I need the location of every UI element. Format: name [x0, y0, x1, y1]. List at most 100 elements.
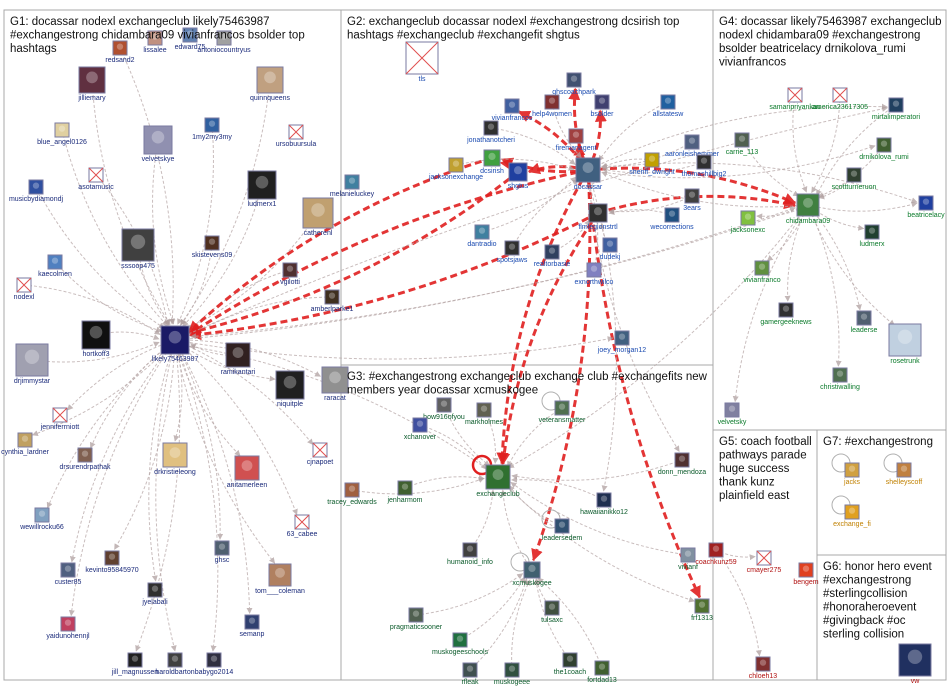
node-spotsjaws[interactable]: spotsjaws — [497, 240, 528, 264]
node-haroldbarton[interactable]: haroldbarton — [155, 652, 195, 676]
node-shgtus[interactable]: shgtus — [508, 162, 529, 190]
node-cjnapoet[interactable]: cjnapoet — [307, 442, 334, 466]
node-niquitple[interactable]: niquitple — [275, 370, 305, 408]
node-help4women[interactable]: help4women — [532, 94, 572, 118]
node-leadersedem[interactable]: leadersedem — [542, 518, 583, 542]
node-exchangeclub[interactable]: exchangeclub — [476, 464, 520, 498]
node-thomashillbig2[interactable]: thomashillbig2 — [682, 154, 727, 178]
node-tom___coleman[interactable]: tom___coleman — [255, 563, 305, 595]
node-mirtalimperatori[interactable]: mirtalimperatori — [872, 97, 921, 121]
node-donn_mendoza[interactable]: donn_mendoza — [658, 452, 706, 476]
node-bsolder[interactable]: bsolder — [591, 94, 615, 118]
node-beatricelacy[interactable]: beatricelacy — [907, 195, 945, 219]
node-babygo2014[interactable]: babygo2014 — [195, 652, 234, 676]
node-ghscoachpark[interactable]: ghscoachpark — [552, 72, 596, 96]
node-blue_angel0126[interactable]: blue_angel0126 — [37, 122, 87, 146]
node-exchange_fi[interactable]: exchange_fi — [833, 504, 871, 528]
node-vivianfrancos[interactable]: vivianfrancos — [492, 98, 533, 122]
node-quinnqueens[interactable]: quinnqueens — [250, 66, 291, 102]
node-nodexl[interactable]: nodexl — [14, 277, 35, 301]
node-dudekj[interactable]: dudekj — [600, 237, 621, 261]
node-jacksonexc[interactable]: jacksonexc — [730, 210, 766, 234]
node-scottturneruon[interactable]: scottturneruon — [832, 167, 877, 191]
node-antoniocountryus[interactable]: antoniocountryus — [197, 30, 251, 54]
node-redsand2[interactable]: redsand2 — [105, 40, 135, 64]
node-xchanover[interactable]: xchanover — [404, 417, 437, 441]
node-anitamerleen[interactable]: anitamerleen — [227, 455, 268, 489]
node-hawaiianikko12[interactable]: hawaiianikko12 — [580, 492, 628, 516]
node-how916ofyou[interactable]: how916ofyou — [423, 397, 465, 421]
node-markholmes[interactable]: markholmes — [465, 402, 504, 426]
node-tracey_edwards[interactable]: tracey_edwards — [327, 482, 377, 506]
node-velvetsky[interactable]: velvetsky — [718, 402, 747, 426]
node-drnikolova_rumi[interactable]: drnikolova_rumi — [859, 137, 909, 161]
node-gamergeeknews[interactable]: gamergeeknews — [760, 302, 812, 326]
node-realtorbasie[interactable]: realtorbasie — [534, 244, 571, 268]
node-lissalee[interactable]: lissalee — [143, 30, 167, 54]
node-rosetrunk[interactable]: rosetrunk — [888, 323, 922, 365]
node-drsurendrpathak[interactable]: drsurendrpathak — [60, 447, 111, 471]
node-ghsc[interactable]: ghsc — [214, 540, 230, 564]
node-firemanagent[interactable]: firemanagent — [556, 128, 597, 152]
node-musicbydiamondj[interactable]: musicbydiamondj — [9, 179, 64, 203]
node-63_cabee[interactable]: 63_cabee — [287, 514, 318, 538]
node-muskogeeschools[interactable]: muskogeeschools — [432, 632, 489, 656]
node-likely75463987[interactable]: likely75463987 — [152, 325, 199, 363]
node-allstatesw[interactable]: allstatesw — [653, 94, 685, 118]
node-chidambara09[interactable]: chidambara09 — [786, 193, 830, 225]
node-docassar[interactable]: docassar — [574, 157, 603, 191]
node-vivianfranco[interactable]: vivianfranco — [743, 260, 781, 284]
node-jacks[interactable]: jacks — [843, 462, 860, 486]
node-drkristieleong[interactable]: drkristieleong — [154, 442, 196, 476]
node-drjimmystar[interactable]: drjimmystar — [14, 343, 51, 385]
node-exnorthwilco[interactable]: exnorthwilco — [575, 262, 614, 286]
node-frf1313[interactable]: frf1313 — [691, 598, 713, 622]
node-cmayer275[interactable]: cmayer275 — [747, 550, 782, 574]
node-raracat[interactable]: raracat — [321, 366, 349, 402]
node-humanoid_info[interactable]: humanoid_info — [447, 542, 493, 566]
node-veteransmatter[interactable]: veteransmatter — [539, 400, 586, 424]
node-vw[interactable]: vw — [898, 643, 932, 685]
node-yaidunohennjl[interactable]: yaidunohennjl — [46, 616, 90, 640]
node-dcsirish[interactable]: dcsirish — [480, 149, 504, 175]
node-sssoop475[interactable]: sssoop475 — [121, 228, 155, 270]
node-semanp[interactable]: semanp — [240, 614, 265, 638]
node-kaecolmen[interactable]: kaecolmen — [38, 254, 72, 278]
node-tulsaxc[interactable]: tulsaxc — [541, 600, 563, 624]
node-skistevens09[interactable]: skistevens09 — [192, 235, 233, 259]
node-jilliemary[interactable]: jilliemary — [77, 66, 106, 102]
node-vivianfrancos_g3[interactable]: vivianf — [678, 547, 698, 571]
node-catherenl[interactable]: catherenl — [302, 197, 334, 237]
node-velvetskye[interactable]: velvetskye — [142, 125, 175, 163]
node-joey_morgan12[interactable]: joey_morgan12 — [597, 330, 646, 354]
node-hortkoff3[interactable]: hortkoff3 — [81, 320, 111, 358]
node-asotamusic[interactable]: asotamusic — [78, 167, 114, 191]
node-the1coach[interactable]: the1coach — [554, 652, 586, 676]
node-ludmerx[interactable]: ludmerx — [860, 224, 885, 248]
node-jyelabali[interactable]: jyelabali — [141, 582, 168, 606]
node-sheriff_dwright[interactable]: sheriff_dwright — [629, 152, 675, 176]
node-rfleak[interactable]: rfleak — [461, 662, 479, 686]
node-bengem[interactable]: bengem — [793, 562, 819, 586]
node-jill_magnussen[interactable]: jill_magnussen — [111, 652, 158, 676]
node-christiwalling[interactable]: christiwalling — [820, 367, 860, 391]
node-america23617305[interactable]: america23617305 — [812, 87, 868, 111]
node-3ears[interactable]: 3ears — [683, 188, 701, 212]
node-coachkunz59[interactable]: coachkunz59 — [695, 542, 737, 566]
node-melanieluckey[interactable]: melanieluckey — [330, 174, 375, 198]
node-carrie_113[interactable]: carrie_113 — [726, 132, 759, 156]
node-custer85[interactable]: custer85 — [55, 562, 82, 586]
node-dantradio[interactable]: dantradio — [467, 224, 497, 248]
node-ursobuursula[interactable]: ursobuursula — [276, 124, 317, 148]
node-ramikantari[interactable]: ramikantari — [221, 342, 256, 376]
node-kevinto95845970[interactable]: kevinto95845970 — [85, 550, 139, 574]
node-1my2my3my[interactable]: 1my2my3my — [192, 117, 232, 141]
node-aaronleishemmer[interactable]: aaronleishemmer — [665, 134, 720, 158]
node-flmlegionstrtl[interactable]: flmlegionstrtl — [578, 203, 618, 231]
node-chloeh13[interactable]: chloeh13 — [749, 656, 778, 680]
node-ludmerx1[interactable]: ludmerx1 — [247, 170, 277, 208]
node-samaripriyankau[interactable]: samaripriyankau — [769, 87, 821, 111]
node-amberlparke1[interactable]: amberlparke1 — [311, 289, 354, 313]
node-muskogeee[interactable]: muskogeee — [494, 662, 530, 686]
node-vgilotti[interactable]: vgilotti — [280, 262, 300, 286]
